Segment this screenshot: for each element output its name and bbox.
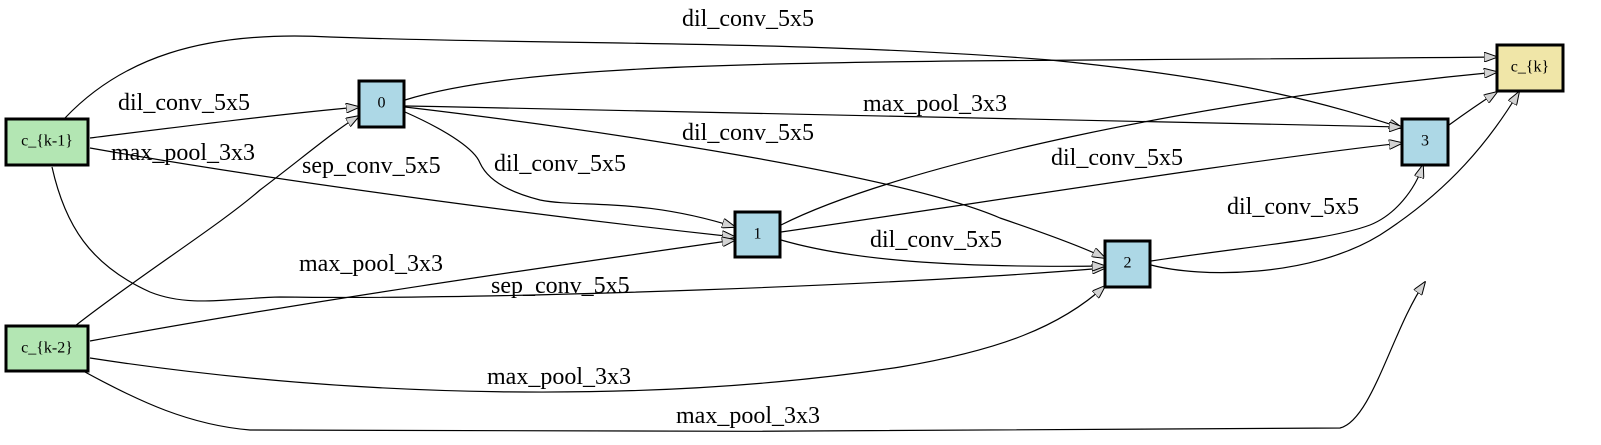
edge-1-to-3 [780,143,1402,233]
node-2-box [1103,239,1152,289]
node-1: 1 [733,210,782,259]
edge-label-0-to-1: dil_conv_5x5 [494,151,626,177]
edge-ck2-to-1 [89,240,735,342]
edge-0-to-2 [404,106,1105,258]
node-c-k-2-label: c_{k-2} [21,340,73,357]
edge-ck2-to-0 [74,116,359,327]
edge-label-ck2-to-1: max_pool_3x3 [299,251,443,277]
edge-label-ck1-to-0: dil_conv_5x5 [118,90,250,116]
edge-ck2-to-2 [89,286,1105,393]
edge-label-1-to-2: dil_conv_5x5 [870,227,1002,253]
node-c-k-1: c_{k-1} [4,117,90,167]
edge-label-ck1-to-1: max_pool_3x3 [111,140,255,166]
node-1-box [733,210,782,259]
edge-label-ck1-to-3: dil_conv_5x5 [682,6,814,32]
edge-label-2-to-3: dil_conv_5x5 [1227,194,1359,220]
edge-label-ck2-to-3: max_pool_3x3 [676,403,820,429]
node-0-box [357,79,406,129]
node-0-label: 0 [378,95,386,112]
node-c-k-2: c_{k-2} [4,324,90,373]
edge-3-to-ck [1448,92,1497,126]
edge-ck1-to-1 [89,147,735,237]
edge-label-ck2-to-2: max_pool_3x3 [487,364,631,390]
edge-1-to-2 [780,239,1105,266]
node-c-k-label: c_{k} [1511,59,1549,76]
edge-label-1-to-3: dil_conv_5x5 [1051,145,1183,171]
edge-ck1-to-2 [51,166,1105,302]
edge-ck1-to-0 [89,107,359,139]
edge-ck2-to-3 [84,282,1425,432]
node-3: 3 [1400,117,1450,167]
edge-0-to-1 [404,111,735,227]
node-c-k-2-box [4,324,90,373]
node-c-k-1-label: c_{k-1} [21,133,73,150]
edge-label-ck2-to-0: sep_conv_5x5 [302,153,441,179]
node-1-label: 1 [754,226,762,243]
node-3-label: 3 [1421,133,1429,150]
node-2-label: 2 [1124,255,1132,272]
node-0: 0 [357,79,406,129]
edge-label-ck1-to-2: sep_conv_5x5 [491,273,630,299]
node-2: 2 [1103,239,1152,289]
edge-1-to-ck [780,72,1497,226]
node-3-box [1400,117,1450,167]
node-c-k-1-box [4,117,90,167]
edge-label-0-to-3: max_pool_3x3 [863,91,1007,117]
edge-2-to-ck [1150,92,1519,274]
node-c-k-box [1495,43,1565,93]
edge-2-to-3 [1150,165,1423,262]
edge-ck1-to-3 [64,35,1402,128]
edge-label-0-to-2: dil_conv_5x5 [682,120,814,146]
edge-0-to-ck [404,57,1497,101]
node-c-k: c_{k} [1495,43,1565,93]
